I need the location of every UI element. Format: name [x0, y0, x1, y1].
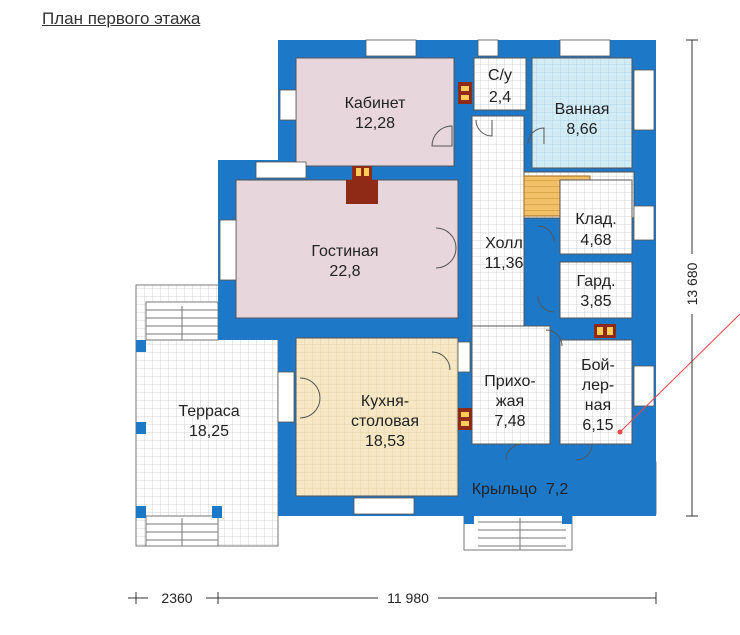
label-kabinet: Кабинет — [345, 95, 407, 112]
dim-house-height: 13 680 — [684, 262, 700, 305]
area-gard: 3,85 — [580, 293, 611, 310]
label-kuhnya-2: столовая — [351, 413, 419, 430]
leader-line — [619, 313, 740, 433]
label-boylernaya-1: Бой- — [581, 357, 615, 374]
room-kuhnya — [295, 337, 459, 497]
label-klad: Клад. — [575, 211, 616, 228]
label-gostinaya: Гостиная — [311, 243, 378, 260]
dim-bg-height — [684, 254, 700, 314]
room-gard — [559, 261, 633, 319]
label-boylernaya-2: лер- — [582, 377, 614, 394]
room-prihozhaya — [471, 325, 551, 445]
area-terrasa: 18,25 — [189, 423, 229, 440]
area-holl: 11,36 — [485, 255, 524, 272]
terrace-stairs-top — [146, 306, 218, 340]
dim-bg-house — [378, 590, 438, 606]
label-prihozhaya-2: жая — [496, 393, 524, 410]
label-vannaya: Ванная — [555, 101, 610, 118]
label-holl: Холл — [485, 235, 523, 252]
room-klad — [559, 179, 633, 255]
area-boylernaya: 6,15 — [582, 417, 613, 434]
area-gostinaya: 22,8 — [329, 263, 360, 280]
room-su — [473, 57, 527, 111]
windows — [219, 39, 655, 515]
room-holl — [471, 115, 525, 327]
area-kabinet: 12,28 — [355, 115, 395, 132]
room-boylernaya — [559, 339, 633, 445]
doors — [299, 119, 593, 461]
label-gard: Гард. — [577, 273, 616, 290]
room-vannaya — [531, 57, 633, 169]
area-vannaya: 8,66 — [566, 121, 597, 138]
terrace-stairs-bottom — [146, 518, 218, 546]
dim-bg-terrace — [148, 590, 206, 606]
area-prihozhaya: 7,48 — [494, 413, 525, 430]
leader-point — [617, 429, 623, 435]
label-kryltso: Крыльцо — [472, 481, 537, 498]
plan-title: План первого этажа — [42, 9, 201, 28]
label-prihozhaya-1: Прихо- — [484, 373, 535, 390]
area-kuhnya: 18,53 — [365, 433, 405, 450]
label-kuhnya-1: Кухня- — [361, 393, 409, 410]
label-su: С/у — [488, 67, 512, 84]
label-terrasa: Терраса — [178, 403, 239, 420]
area-su: 2,4 — [489, 89, 511, 106]
dim-terrace-width: 2360 — [161, 590, 192, 606]
room-kabinet — [295, 57, 455, 167]
area-klad: 4,68 — [580, 232, 611, 249]
area-kryltso: 7,2 — [546, 481, 568, 498]
chimneys — [346, 82, 616, 430]
dim-house-width: 11 980 — [387, 590, 429, 606]
label-boylernaya-3: ная — [585, 397, 611, 414]
terrace-columns — [136, 340, 656, 524]
